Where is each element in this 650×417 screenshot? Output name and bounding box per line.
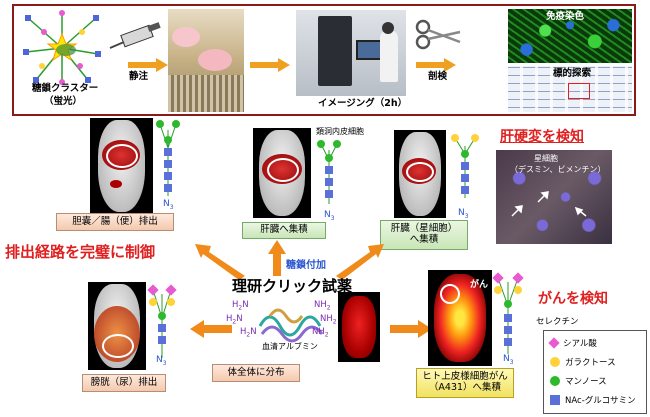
mouse-image-cancer: [428, 270, 492, 366]
cancer-tag: がん: [470, 280, 489, 290]
excretion-title: 排出経路を完璧に制御: [5, 243, 156, 261]
arrow-inject-icon: [128, 58, 168, 72]
glycan-chain-2: [317, 140, 341, 204]
h2n-label-1: H2N: [232, 300, 249, 312]
legend-item-glcnac: NAc-グルコサミン: [550, 394, 636, 406]
mice-photo: [168, 9, 244, 112]
nh2-label-1: NH2: [314, 300, 331, 312]
imaging-label: イメージング（2h）: [318, 98, 408, 109]
glycan-add-label: 糖鎖付加: [286, 260, 326, 271]
glycan-chain-5: [492, 272, 524, 354]
target-box: [568, 83, 590, 99]
arrow-to-gallbladder: [195, 244, 245, 280]
mouse-image-liver: [253, 128, 311, 218]
arrow-to-liver: [268, 240, 286, 276]
gel-image: [508, 66, 632, 112]
n3-label-3: N3: [458, 208, 469, 220]
reagent-title: 理研クリック試薬: [232, 277, 353, 295]
mouse-image-stellate: [394, 130, 446, 218]
immunostaining-image: [508, 9, 632, 63]
scissors-icon: [415, 19, 461, 50]
glycan-cluster-illustration: [23, 10, 101, 85]
legend-item-sialic: シアル酸: [548, 337, 597, 349]
glycan-legend: シアル酸 ガラクトース マンノース NAc-グルコサミン: [543, 330, 647, 414]
mouse-image-gallbladder: [90, 118, 153, 214]
bladder-label: 膀胱（尿）排出: [82, 374, 166, 392]
glycan-chain-3: [451, 134, 479, 198]
nh2-label-2: NH2: [320, 314, 337, 326]
inject-label: 静注: [129, 71, 149, 82]
cancer-cell-label: ヒト上皮様細胞がん （A431）へ集積: [416, 368, 514, 398]
selectin-label: セレクチン: [536, 317, 579, 327]
square-icon: [550, 395, 560, 405]
arrow-to-stellate: [336, 244, 384, 280]
liver-note: 類洞内皮細胞: [316, 127, 364, 136]
cancer-title: がんを検知: [538, 291, 608, 307]
cirrhosis-title: 肝硬変を検知: [500, 129, 584, 145]
h2n-label-2: H2N: [226, 314, 243, 326]
circle-icon-yellow: [550, 357, 560, 367]
cluster-sub-label: （蛍光）: [44, 96, 83, 107]
arrow-to-bladder: [190, 320, 232, 338]
micrograph-arrows: [511, 191, 587, 217]
gallbladder-label: 胆嚢／腸（便）排出: [56, 213, 174, 231]
glycan-chain-1: [156, 120, 180, 196]
immuno-label: 免疫染色: [546, 11, 585, 22]
legend-item-mannose: マンノース: [550, 375, 607, 387]
whole-body-label: 体全体に分布: [212, 364, 300, 382]
arrow-imaging-icon: [250, 58, 290, 72]
arrow-dissect-icon: [416, 58, 456, 72]
target-label: 標的探索: [553, 68, 592, 79]
syringe-icon: [109, 22, 161, 49]
n3-label-5: N3: [503, 354, 514, 366]
liver-label: 肝臓へ集積: [242, 222, 326, 239]
stellate-micrograph: [496, 150, 612, 244]
albumin-label: 血清アルブミン: [262, 342, 318, 351]
stellate-label: 肝臓（星細胞） へ集積: [380, 220, 468, 250]
nh2-label-3: NH2: [312, 327, 329, 339]
imaging-equipment-photo: [296, 10, 406, 96]
mouse-image-bladder: [88, 282, 146, 370]
mouse-image-whole-body: [338, 292, 380, 362]
n3-label-1: N3: [163, 199, 174, 211]
arrow-to-cancer: [390, 320, 432, 338]
diamond-icon: [548, 337, 560, 349]
albumin-structure: [258, 308, 324, 343]
h2n-label-3: H2N: [240, 327, 257, 339]
legend-item-galactose: ガラクトース: [550, 356, 616, 368]
dissect-label: 剖検: [428, 71, 448, 82]
stellate-note-2: （デスミン、ビメンチン）: [510, 165, 606, 174]
stellate-note-1: 星細胞: [534, 154, 558, 163]
cluster-label: 糖鎖クラスター: [32, 83, 99, 94]
circle-icon-green: [550, 376, 560, 386]
n3-label-2: N3: [324, 210, 335, 222]
glycan-chain-4: [147, 284, 177, 358]
n3-label-4: N3: [156, 355, 167, 367]
